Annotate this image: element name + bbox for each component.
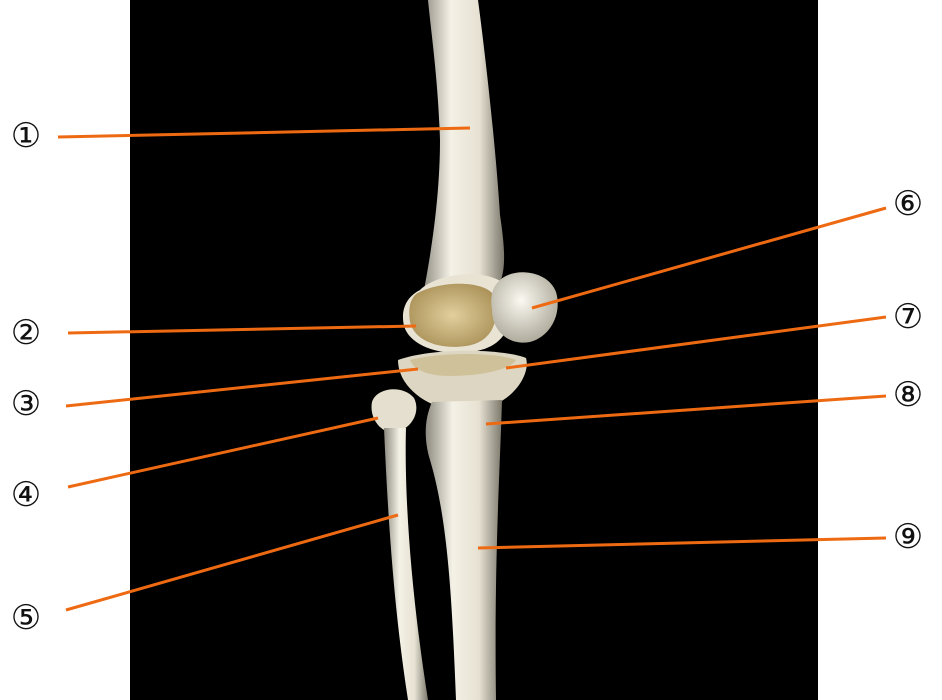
marker-1: ①: [6, 116, 46, 156]
condyle-cut-surface: [409, 284, 496, 347]
marker-8: ⑧: [888, 375, 928, 415]
marker-2: ②: [6, 313, 46, 353]
marker-6: ⑥: [888, 184, 928, 224]
top-caption: [300, 0, 642, 6]
marker-5: ⑤: [6, 598, 46, 638]
fibular-head: [372, 389, 417, 430]
marker-4: ④: [6, 475, 46, 515]
marker-9: ⑨: [888, 517, 928, 557]
marker-7: ⑦: [888, 297, 928, 337]
marker-3: ③: [6, 384, 46, 424]
